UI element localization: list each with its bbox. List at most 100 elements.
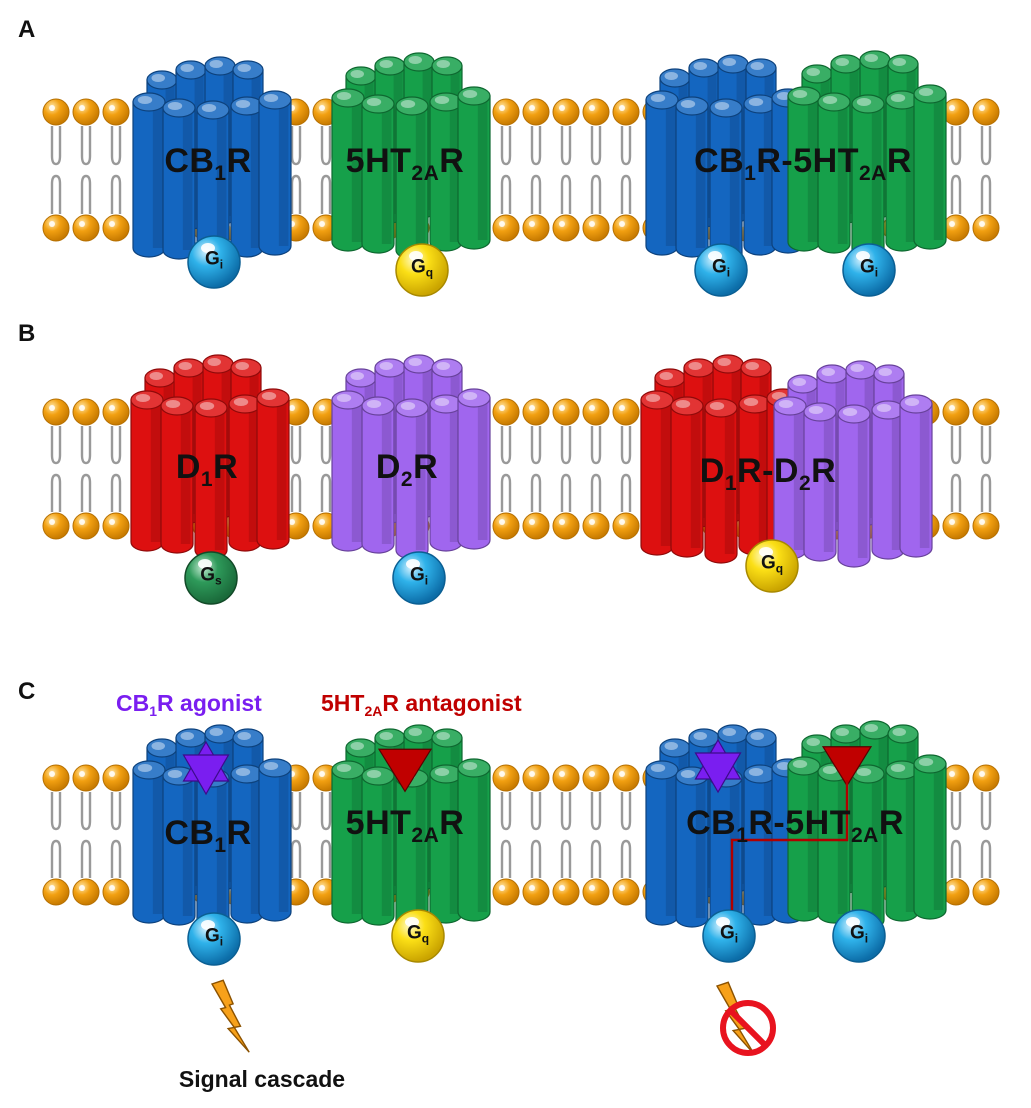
lipid <box>102 98 130 242</box>
lipid-head <box>582 512 610 540</box>
receptor-label-d1r-d2r: D1R-D2R <box>699 452 837 495</box>
lipid-tail <box>590 126 602 166</box>
lipid <box>522 764 550 906</box>
lipid-highlight <box>979 519 985 525</box>
lipid-highlight <box>589 405 595 411</box>
helix-shadow <box>837 102 848 244</box>
helix-top-highlight <box>379 731 393 741</box>
helix <box>817 92 851 254</box>
helix <box>709 98 743 264</box>
helix-shadow <box>449 102 460 242</box>
lipid-head <box>72 512 100 540</box>
helix-shadow <box>837 772 848 914</box>
helix-top-highlight <box>688 361 702 371</box>
helix-body <box>913 763 947 920</box>
helix-shadow <box>182 108 193 250</box>
lipid-tail <box>950 426 962 465</box>
helix-top-highlight <box>207 357 221 367</box>
helix <box>885 760 919 922</box>
lipid <box>612 398 640 540</box>
lipid-head <box>522 764 550 792</box>
lipid-highlight <box>979 885 985 891</box>
lipid-head <box>552 764 580 792</box>
lipid-head <box>522 878 550 906</box>
helix-top-highlight <box>750 731 764 741</box>
helix-top-highlight <box>748 767 764 777</box>
lipid-highlight <box>289 405 295 411</box>
lipid <box>972 98 1000 242</box>
gprotein-sphere <box>702 909 756 963</box>
lipid-highlight <box>319 105 325 111</box>
helix-top-highlight <box>434 767 450 777</box>
lipid <box>552 98 580 242</box>
helix-body <box>803 411 837 562</box>
helix-shadow <box>278 100 289 246</box>
agonist-star-tri <box>182 754 230 796</box>
helix-shadow <box>695 106 706 248</box>
lipid-head <box>102 512 130 540</box>
lipid <box>972 398 1000 540</box>
lipid <box>42 764 70 906</box>
helix-top-highlight <box>864 723 878 733</box>
lipid-head <box>552 512 580 540</box>
helix-shadow <box>248 404 259 542</box>
receptor-label-heteromer-a: CB1R-5HT2AR <box>694 142 912 185</box>
panel-label-c: C <box>18 678 36 705</box>
helix-body <box>913 93 947 250</box>
lipid-tail <box>980 473 992 512</box>
helix-shadow <box>150 400 161 542</box>
lipid-tail <box>530 426 542 465</box>
agonist-star-cb1r <box>182 740 230 796</box>
lipid-tail <box>50 839 62 878</box>
helix-top-highlight <box>235 99 251 109</box>
lipid-tail <box>950 839 962 878</box>
helix-shadow <box>381 104 392 244</box>
helix-top-highlight <box>137 95 153 105</box>
gprotein-sphere <box>694 243 748 297</box>
lipid-tail <box>50 473 62 512</box>
receptor-d2r <box>331 354 491 560</box>
helix-shadow <box>665 100 676 246</box>
helix-shadow <box>278 768 289 912</box>
lipid-highlight <box>49 105 55 111</box>
lipid-highlight <box>619 771 625 777</box>
lipid-tail <box>80 426 92 465</box>
lipid-highlight <box>949 221 955 227</box>
lipid-tail <box>50 126 62 166</box>
lipid-head <box>552 214 580 242</box>
lipid-head <box>942 398 970 426</box>
lipid <box>42 98 70 242</box>
helix-top-highlight <box>806 67 820 77</box>
helix-top-highlight <box>714 101 730 111</box>
helix-top-highlight <box>680 769 696 779</box>
gprotein-label-gq-c: Gq <box>406 922 430 946</box>
helix-shadow <box>857 414 868 558</box>
gprotein-label-gi-a2: Gi <box>711 256 731 280</box>
lipid-highlight <box>589 771 595 777</box>
helix-top-highlight <box>178 361 192 371</box>
helix-top-highlight <box>235 767 251 777</box>
lipid-tail <box>590 792 602 831</box>
lipid-tail <box>110 792 122 831</box>
lipid-tail <box>320 473 332 512</box>
lipid-tail <box>320 839 332 878</box>
helix-top-highlight <box>850 363 864 373</box>
helix-top-highlight <box>890 93 906 103</box>
lipid-head <box>522 98 550 126</box>
helix-body <box>457 397 491 550</box>
lipid-highlight <box>499 221 505 227</box>
lipid-tail <box>620 426 632 465</box>
lipid-tail <box>500 839 512 878</box>
lipid-tail <box>560 473 572 512</box>
lipid-head <box>972 214 1000 242</box>
helix <box>817 762 851 924</box>
lipid-tail <box>530 126 542 166</box>
receptor-heteromer-5ht2ar-part-c <box>787 720 947 930</box>
lipid-head <box>552 98 580 126</box>
helix-top-highlight <box>180 731 194 741</box>
lipid <box>522 398 550 540</box>
lipid <box>42 398 70 540</box>
lipid-highlight <box>559 519 565 525</box>
lipid-tail <box>560 426 572 465</box>
helix-top-highlight <box>748 97 764 107</box>
